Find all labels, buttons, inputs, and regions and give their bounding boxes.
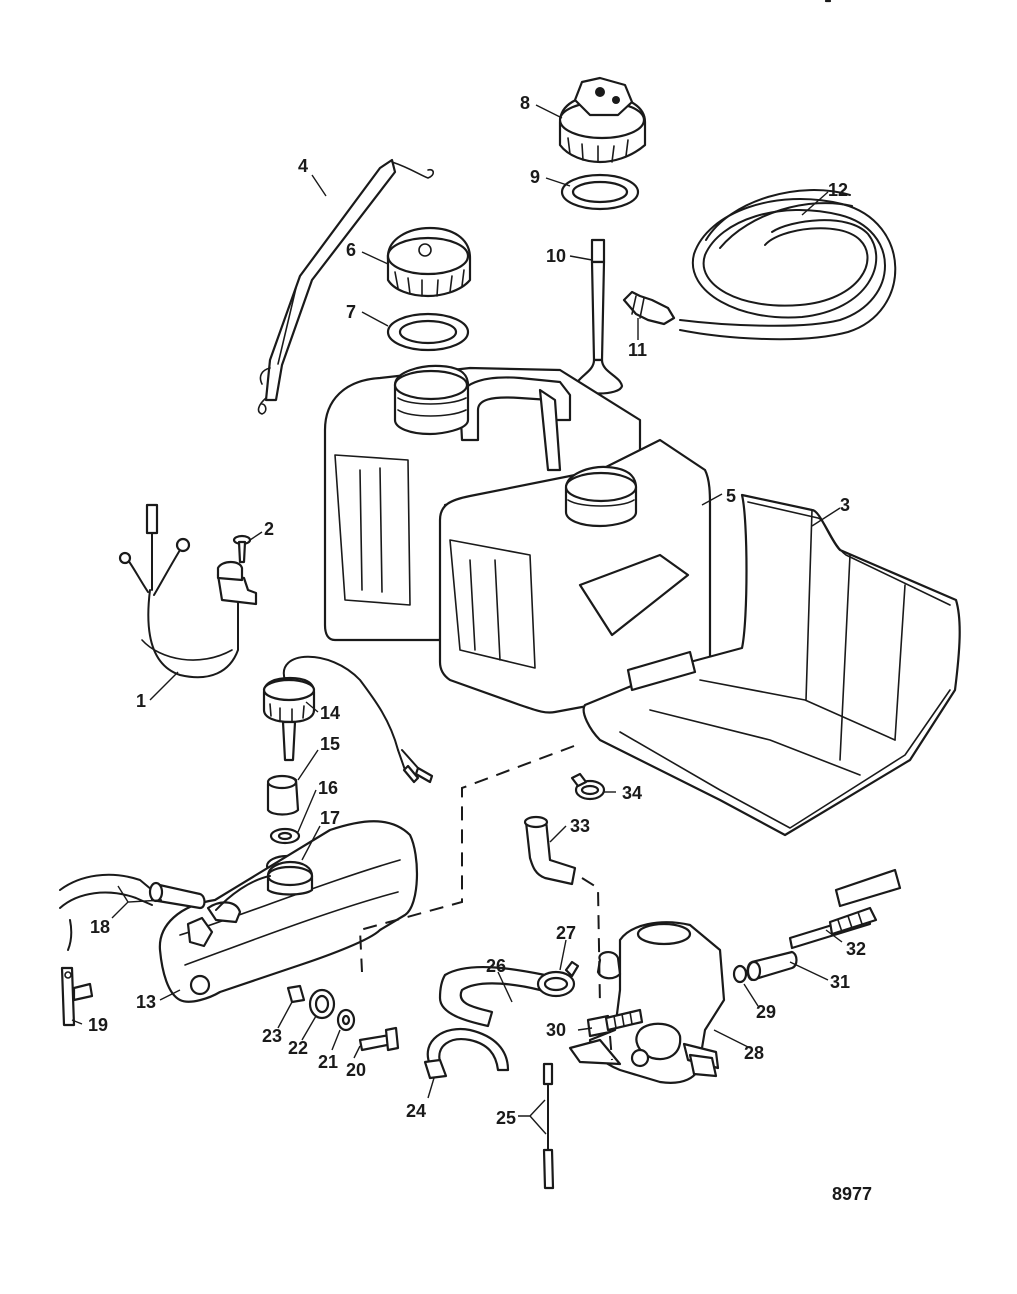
bolt-part-20 bbox=[358, 1026, 400, 1052]
routing-lines bbox=[358, 745, 613, 1061]
oil-tank-part bbox=[323, 364, 712, 714]
callout-7: 7 bbox=[346, 302, 356, 322]
spacer-part-23 bbox=[286, 984, 306, 1004]
callout-6: 6 bbox=[346, 240, 356, 260]
cable-tie-part bbox=[423, 1027, 510, 1080]
callout-29: 29 bbox=[756, 1002, 776, 1022]
hose-clamp-part-34 bbox=[570, 772, 606, 801]
pump-hose-part bbox=[438, 966, 547, 1028]
bushing-part-31 bbox=[746, 950, 798, 982]
callout-19: 19 bbox=[88, 1015, 108, 1035]
callout-13: 13 bbox=[136, 992, 156, 1012]
strap-part bbox=[257, 158, 435, 415]
callout-17: 17 bbox=[320, 808, 340, 828]
pickup-tube-part bbox=[574, 238, 624, 395]
tee-fitting-part bbox=[60, 966, 94, 1027]
callout-14: 14 bbox=[320, 703, 340, 723]
oil-pump-part bbox=[568, 921, 726, 1084]
figure-number: 8977 bbox=[832, 1184, 872, 1204]
wire-rack-part bbox=[582, 0, 961, 908]
screw-part bbox=[232, 534, 252, 564]
callout-31: 31 bbox=[830, 972, 850, 992]
tank-cap-part bbox=[386, 226, 472, 298]
cap-gasket-part bbox=[386, 312, 470, 352]
callout-labels: 1 2 3 4 5 6 7 8 9 10 11 12 13 14 15 16 1… bbox=[88, 93, 866, 1128]
washer-part-16 bbox=[269, 827, 301, 845]
drive-shaft-part bbox=[788, 906, 878, 950]
callout-24: 24 bbox=[406, 1101, 426, 1121]
callout-3: 3 bbox=[840, 495, 850, 515]
pickup-gasket-part bbox=[560, 173, 640, 211]
harness-part bbox=[118, 503, 258, 679]
washer-part-21 bbox=[336, 1008, 356, 1032]
o-ring-part-29 bbox=[732, 964, 748, 984]
callout-5: 5 bbox=[726, 486, 736, 506]
callout-34: 34 bbox=[622, 783, 642, 803]
pump-bolt-part bbox=[586, 1008, 644, 1038]
callout-22: 22 bbox=[288, 1038, 308, 1058]
pickup-cap-part bbox=[558, 76, 647, 164]
callout-25: 25 bbox=[496, 1108, 516, 1128]
reservoir-part bbox=[158, 820, 418, 1003]
leader-lines bbox=[71, 104, 843, 1135]
callout-28: 28 bbox=[744, 1043, 764, 1063]
callout-16: 16 bbox=[318, 778, 338, 798]
callout-8: 8 bbox=[520, 93, 530, 113]
callout-2: 2 bbox=[264, 519, 274, 539]
callout-27: 27 bbox=[556, 923, 576, 943]
callout-18: 18 bbox=[90, 917, 110, 937]
callout-12: 12 bbox=[828, 180, 848, 200]
callout-11: 11 bbox=[628, 340, 647, 360]
callout-1: 1 bbox=[136, 691, 146, 711]
callout-32: 32 bbox=[846, 939, 866, 959]
coiled-hose-part bbox=[679, 189, 897, 341]
reservoir-hose-part bbox=[59, 873, 206, 951]
grommet-part bbox=[266, 774, 300, 816]
callout-30: 30 bbox=[546, 1020, 566, 1040]
callout-23: 23 bbox=[262, 1026, 282, 1046]
wire-part bbox=[542, 1062, 555, 1190]
hose-fitting-part bbox=[622, 290, 676, 326]
callout-10: 10 bbox=[546, 246, 566, 266]
level-sender-part bbox=[262, 655, 434, 784]
callout-21: 21 bbox=[318, 1052, 338, 1072]
hose-clamp-part-27 bbox=[536, 960, 580, 998]
bushing-part-22 bbox=[308, 988, 336, 1020]
callout-26: 26 bbox=[486, 956, 506, 976]
callout-4: 4 bbox=[298, 156, 308, 176]
callout-9: 9 bbox=[530, 167, 540, 187]
callout-15: 15 bbox=[320, 734, 340, 754]
callout-20: 20 bbox=[346, 1060, 366, 1080]
short-hose-part bbox=[523, 815, 577, 886]
callout-33: 33 bbox=[570, 816, 590, 836]
